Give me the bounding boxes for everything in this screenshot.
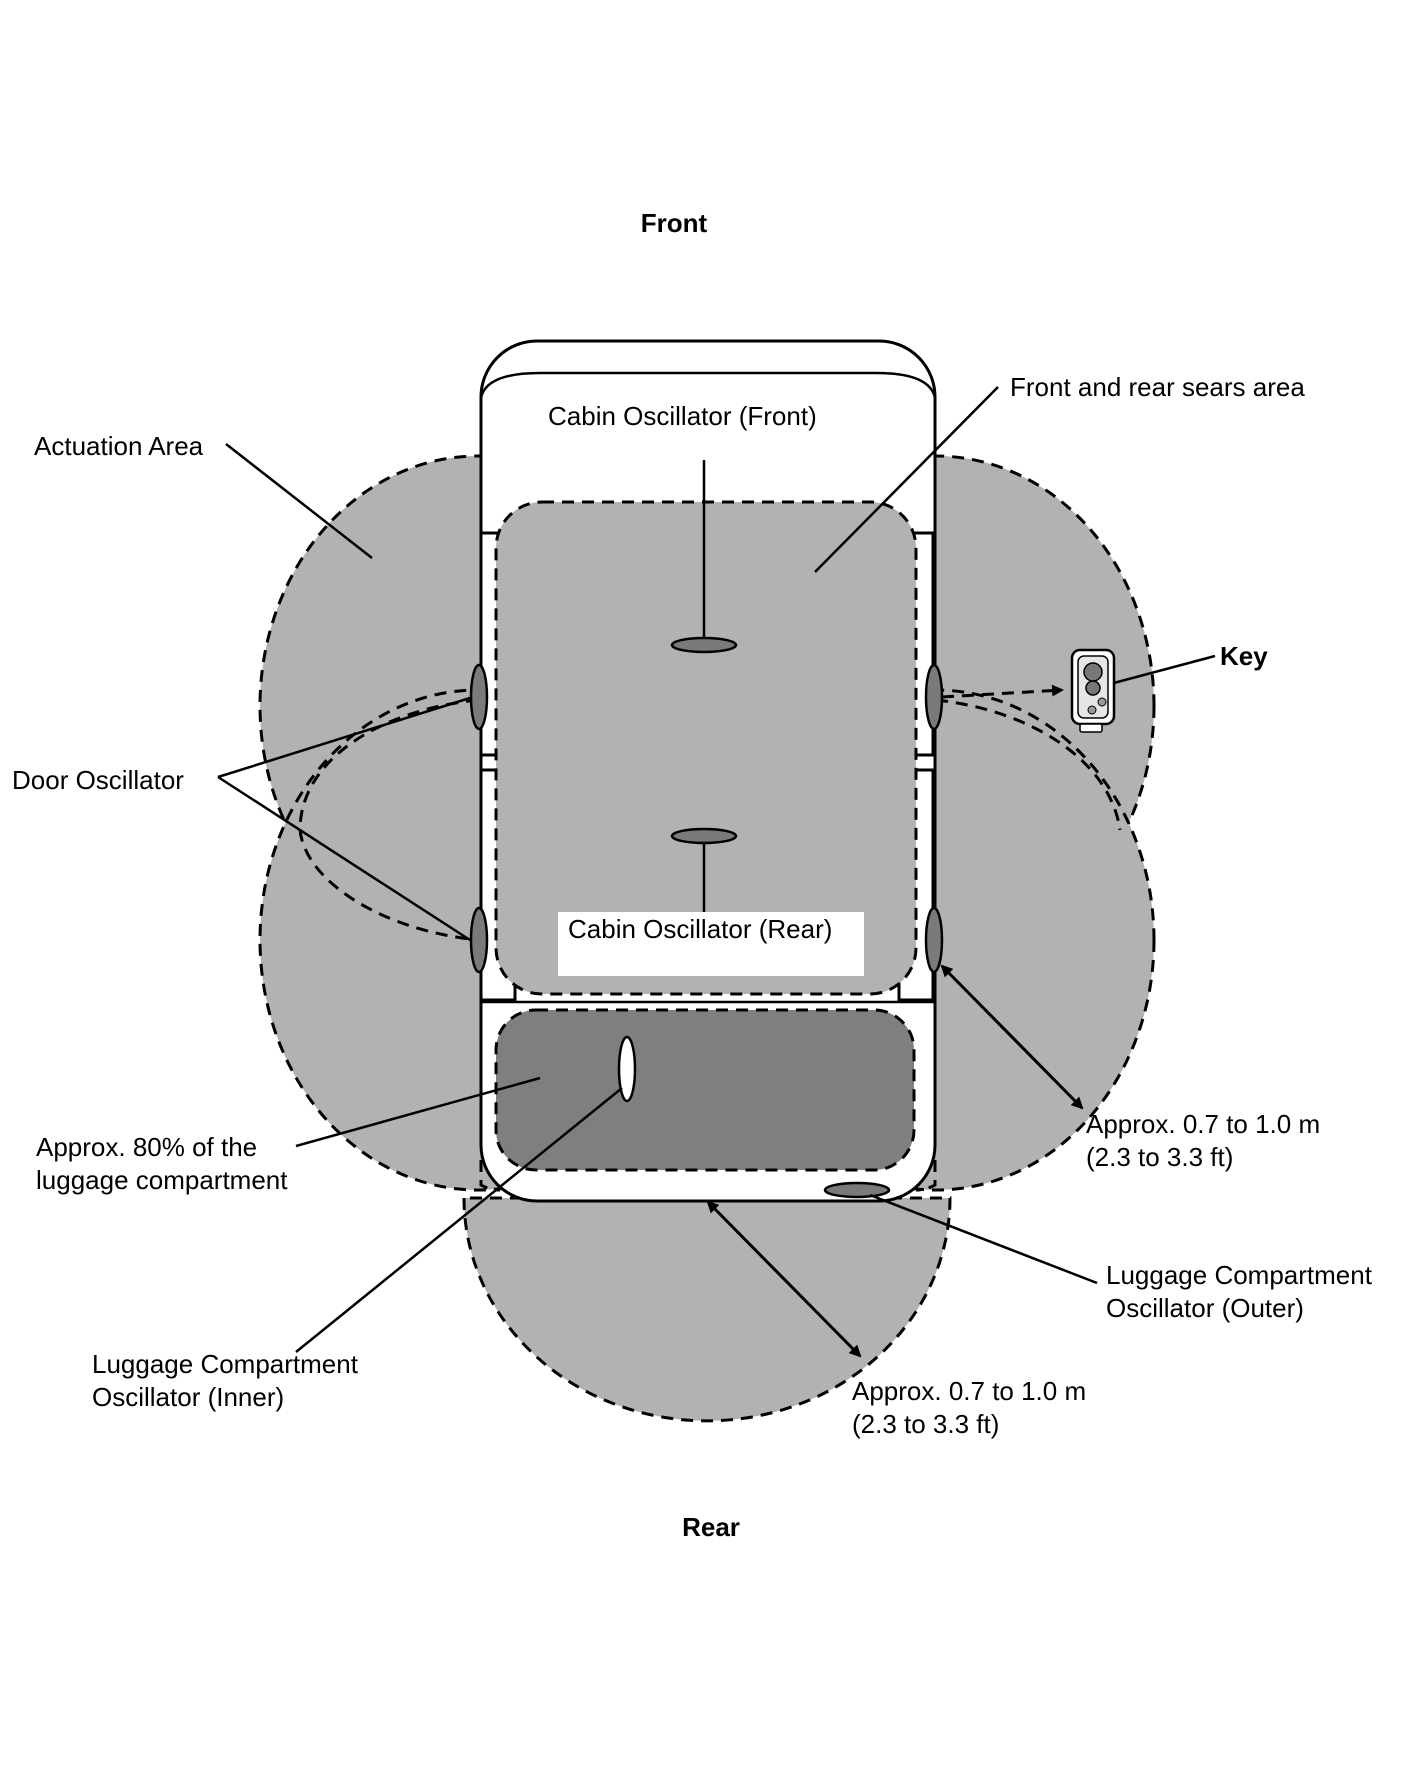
leader-seats-area: [814, 386, 999, 573]
door-osc-label: Door Oscillator: [12, 765, 184, 795]
leader-luggage-outer: [869, 1193, 1098, 1285]
rear-label: Rear: [682, 1512, 740, 1542]
cabin-osc-rear-label: Cabin Oscillator (Rear): [568, 914, 832, 944]
door-oscillator-front-left: [469, 663, 489, 731]
smart-key-fob-icon: [1070, 648, 1116, 733]
front-label: Front: [641, 208, 708, 238]
door-oscillator-rear-left: [469, 906, 489, 974]
cabin-oscillator-rear: [670, 827, 738, 845]
luggage-outer-label-line2: Oscillator (Outer): [1106, 1293, 1304, 1323]
luggage-inner-label-line1: Luggage Compartment: [92, 1349, 359, 1379]
luggage-pct-label-line1: Approx. 80% of the: [36, 1132, 257, 1162]
luggage-oscillator-inner: [617, 1035, 637, 1103]
door-oscillator-front-right: [924, 663, 944, 731]
key-label: Key: [1220, 641, 1268, 671]
leader-door-osc-rear: [217, 775, 471, 942]
rear-corner-dash-right: [915, 1160, 937, 1192]
leader-luggage-pct: [295, 1076, 541, 1148]
luggage-outer-label-line1: Luggage Compartment: [1106, 1260, 1373, 1290]
leader-actuation-area: [225, 443, 373, 559]
luggage-oscillator-outer: [823, 1181, 891, 1199]
range-arrow-side: [940, 964, 1084, 1110]
luggage-pct-label-line2: luggage compartment: [36, 1165, 288, 1195]
range-rear-label-line1: Approx. 0.7 to 1.0 m: [852, 1376, 1086, 1406]
luggage-compartment-area: [494, 1008, 916, 1172]
luggage-inner-label-line2: Oscillator (Inner): [92, 1382, 284, 1412]
cabin-oscillator-front: [670, 636, 738, 654]
seats-area-label: Front and rear sears area: [1010, 372, 1305, 402]
door-range-overlap-right: [935, 698, 1122, 831]
cabin-osc-front-label: Cabin Oscillator (Front): [548, 401, 817, 431]
range-rear-label-line2: (2.3 to 3.3 ft): [852, 1409, 999, 1439]
range-side-label-line2: (2.3 to 3.3 ft): [1086, 1142, 1233, 1172]
vehicle-hood-line: [479, 371, 937, 399]
cabin-seats-area: [494, 500, 918, 996]
leader-key: [1109, 654, 1216, 686]
range-side-label-line1: Approx. 0.7 to 1.0 m: [1086, 1109, 1320, 1139]
key-signal-arrow: [941, 684, 1064, 699]
leader-door-osc-front: [217, 696, 471, 779]
oscillators: [469, 636, 944, 1199]
leader-lines: [217, 386, 1216, 1353]
range-arrow-rear: [706, 1200, 862, 1358]
leader-luggage-inner: [295, 1087, 623, 1353]
cabin-osc-rear-label-box: [558, 912, 864, 976]
actuation-area-label: Actuation Area: [34, 431, 204, 461]
labels: Front Rear Actuation Area Cabin Oscillat…: [12, 208, 1373, 1542]
door-oscillator-rear-right: [924, 906, 944, 974]
